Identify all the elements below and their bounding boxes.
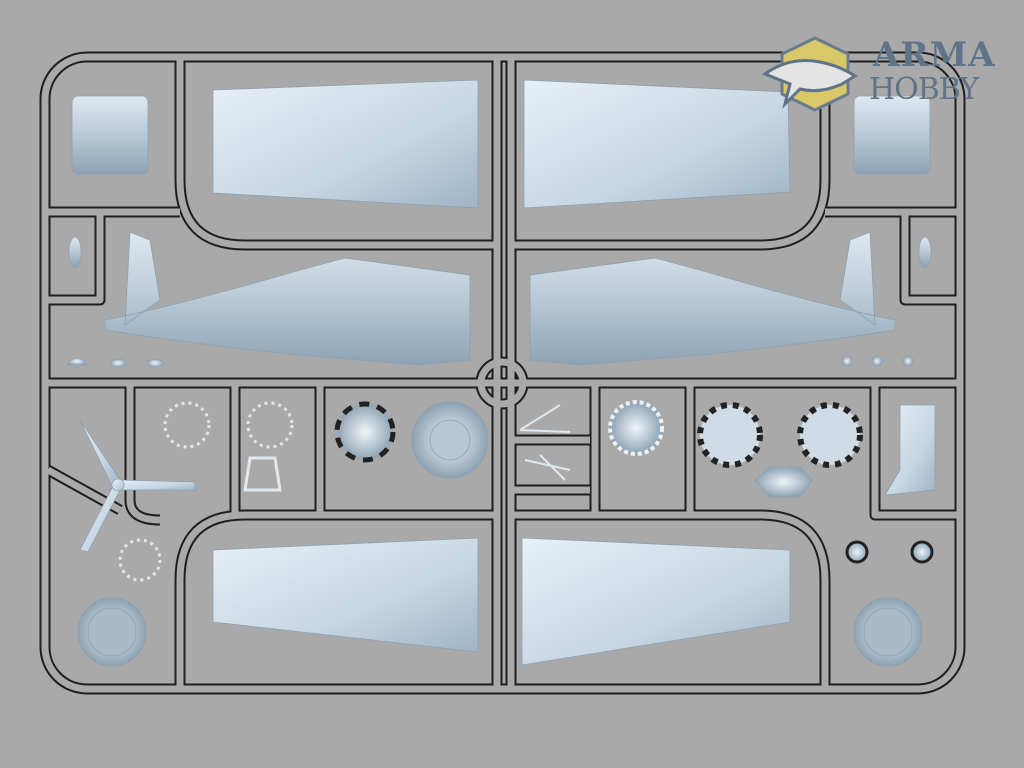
small-part — [918, 236, 932, 268]
wheel — [910, 540, 934, 564]
small-part — [902, 355, 914, 367]
runner-frame — [39, 51, 966, 695]
ring-inner — [863, 607, 913, 657]
engine-cylinders — [118, 538, 162, 582]
arma-hobby-logo: ARMA HOBBY — [760, 34, 995, 114]
engine-cylinders — [246, 401, 294, 449]
tail-part — [884, 404, 936, 496]
turtle-logo-icon — [761, 36, 858, 112]
small-part — [871, 355, 883, 367]
radial-engine — [697, 402, 763, 468]
engine-cylinders — [163, 401, 211, 449]
lower-wing-right — [521, 537, 791, 666]
radial-engine — [797, 402, 863, 468]
upper-wing-right — [523, 79, 791, 209]
engine-front — [608, 400, 664, 456]
small-part — [66, 357, 88, 366]
small-part — [68, 236, 82, 268]
logo-text-hobby: HOBBY — [869, 72, 979, 107]
propeller — [79, 419, 196, 553]
upper-wing-left — [212, 79, 479, 209]
fuselage-right — [529, 231, 896, 366]
small-part — [146, 358, 164, 368]
small-part — [841, 355, 853, 367]
ring-inner — [87, 607, 137, 657]
cowling-part-tl — [71, 95, 149, 175]
parts — [66, 79, 936, 667]
cockpit-tub — [754, 466, 813, 498]
fuselage-left — [104, 231, 471, 366]
engine-mount — [334, 401, 396, 463]
lower-wing-left — [212, 537, 479, 653]
strut-frame — [243, 456, 282, 492]
cowling-part-tr — [853, 95, 931, 175]
wheel — [845, 540, 869, 564]
small-part — [109, 358, 127, 368]
logo-text-arma: ARMA — [873, 35, 996, 75]
firewall-hole — [429, 419, 471, 461]
strut-frame — [519, 404, 571, 481]
